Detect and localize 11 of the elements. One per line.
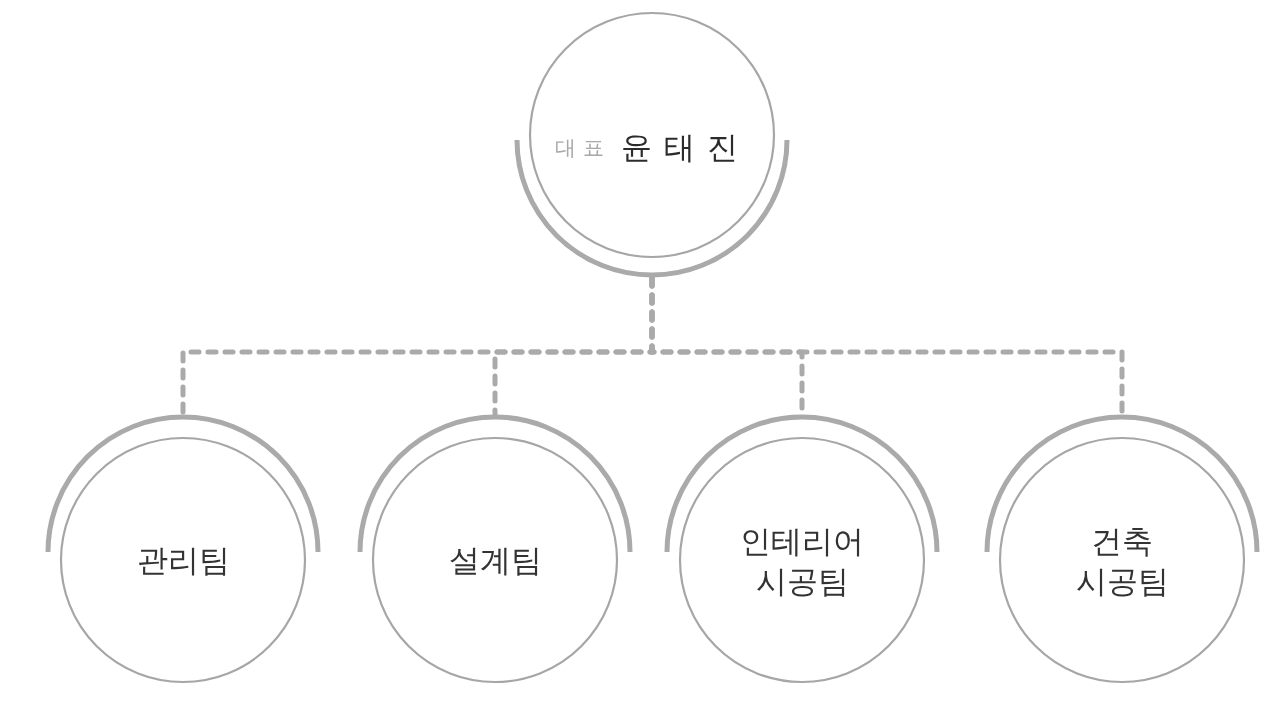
circle-node xyxy=(357,414,633,685)
team-label: 관리팀 xyxy=(135,541,231,580)
team-label: 설계팀 xyxy=(447,541,543,580)
team-label: 인테리어 시공팀 xyxy=(739,522,865,601)
circle-node xyxy=(45,414,321,685)
circle-node xyxy=(984,414,1260,685)
team-label: 건축 시공팀 xyxy=(1074,522,1170,601)
name-label: 윤태진 xyxy=(620,128,750,167)
title-label: 대표 xyxy=(554,135,611,162)
circle-node xyxy=(664,414,940,685)
circle-node xyxy=(514,10,790,278)
